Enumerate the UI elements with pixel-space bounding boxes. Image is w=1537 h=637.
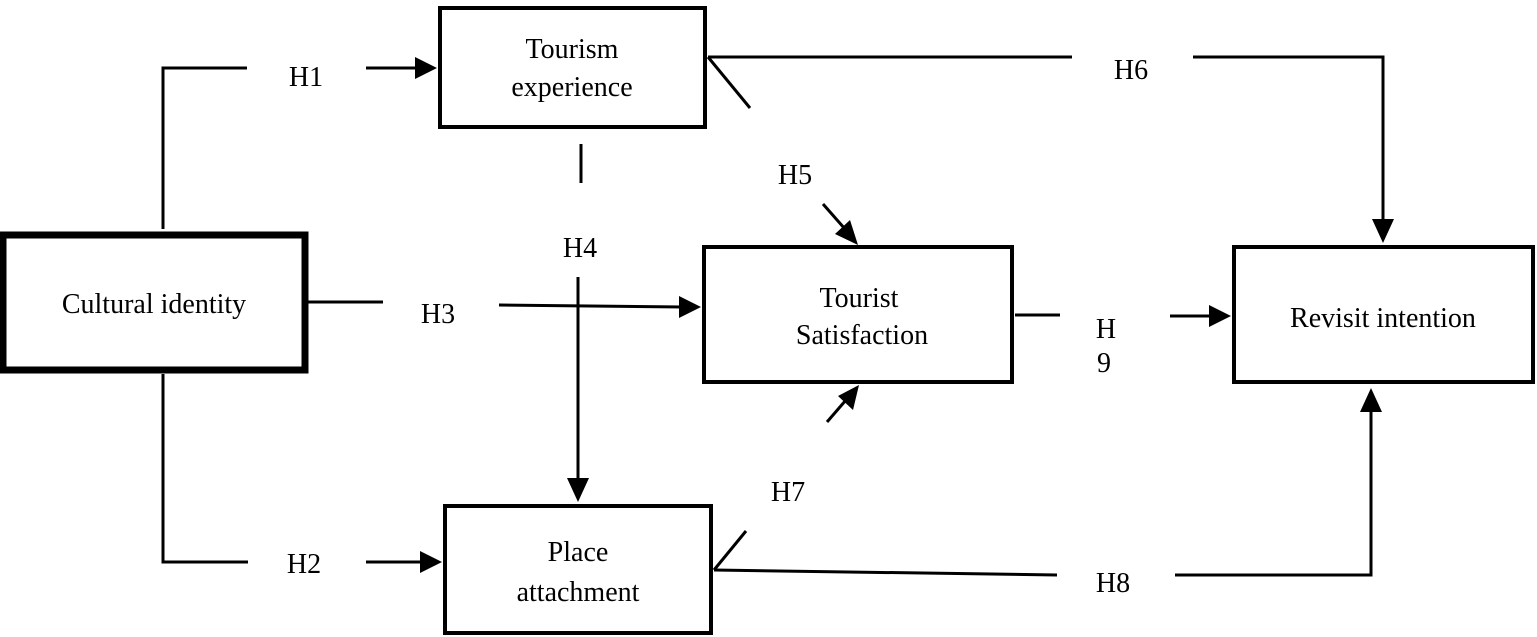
edge-h6-tick [706,56,752,109]
node-place-attachment-label-line1: Place [548,537,609,568]
edge-h3-label: H3 [421,299,455,330]
node-tourist-satisfaction: Tourist Satisfaction [702,245,1014,384]
edge-h3: H3 [308,296,701,330]
edge-h5-line-bottom [825,399,848,423]
edge-h4-arrowhead [567,478,589,502]
node-tourist-satisfaction-label-line1: Tourist [820,283,899,314]
edge-h6-line-b [1193,55,1385,222]
node-tourism-experience-label-line1: Tourism [526,34,619,65]
edge-h4: H4 [563,144,597,502]
edge-h6-arrowhead [1372,219,1394,243]
node-tourism-experience-label-line2: experience [511,72,632,103]
edge-h6-label: H6 [1114,55,1148,86]
edge-h5: H5 [778,160,859,423]
edge-h1-label: H1 [289,62,323,93]
node-tourist-satisfaction-label-line2: Satisfaction [796,320,928,351]
edge-h1-arrowhead [415,57,437,79]
node-place-attachment: Place attachment [443,504,713,635]
node-revisit-intention-label: Revisit intention [1290,303,1476,334]
edge-h5-arrowhead-top [835,220,858,245]
edge-h9-label-line2: 9 [1097,348,1111,379]
node-cultural-identity: Cultural identity [0,231,309,374]
edge-h7-h8: H7 H8 [712,388,1382,599]
edge-h1-line-a [161,66,247,229]
edge-h3-line-b [498,303,684,309]
node-place-attachment-label-line2: attachment [517,577,640,608]
edge-h7-tick [712,530,748,571]
edge-h8-line-a [713,568,1058,577]
edge-h6: H6 [706,55,1394,243]
edge-h2-label: H2 [287,549,321,580]
edge-h4-label: H4 [563,233,597,264]
edge-h5-line-top [821,203,847,230]
node-tourism-experience: Tourism experience [438,6,707,129]
edge-h2-arrowhead [420,551,442,573]
edge-h3-arrowhead [679,296,701,318]
edge-h8-arrowhead [1360,388,1382,412]
edge-h9-label-line1: H [1096,314,1116,345]
node-revisit-intention: Revisit intention [1232,245,1535,384]
edge-h9-arrowhead [1209,305,1231,327]
edge-h8-label: H8 [1096,568,1130,599]
edge-h5-arrowhead-bottom [838,385,859,410]
edge-h2-line-a [161,374,248,564]
edge-h5-label: H5 [778,160,812,191]
edge-h2: H2 [161,374,442,580]
node-cultural-identity-label: Cultural identity [62,289,246,320]
edge-h1: H1 [161,57,437,229]
edge-h8-line-b [1175,409,1373,577]
edge-h9: H 9 [1015,305,1231,379]
edge-h7-label: H7 [771,477,805,508]
